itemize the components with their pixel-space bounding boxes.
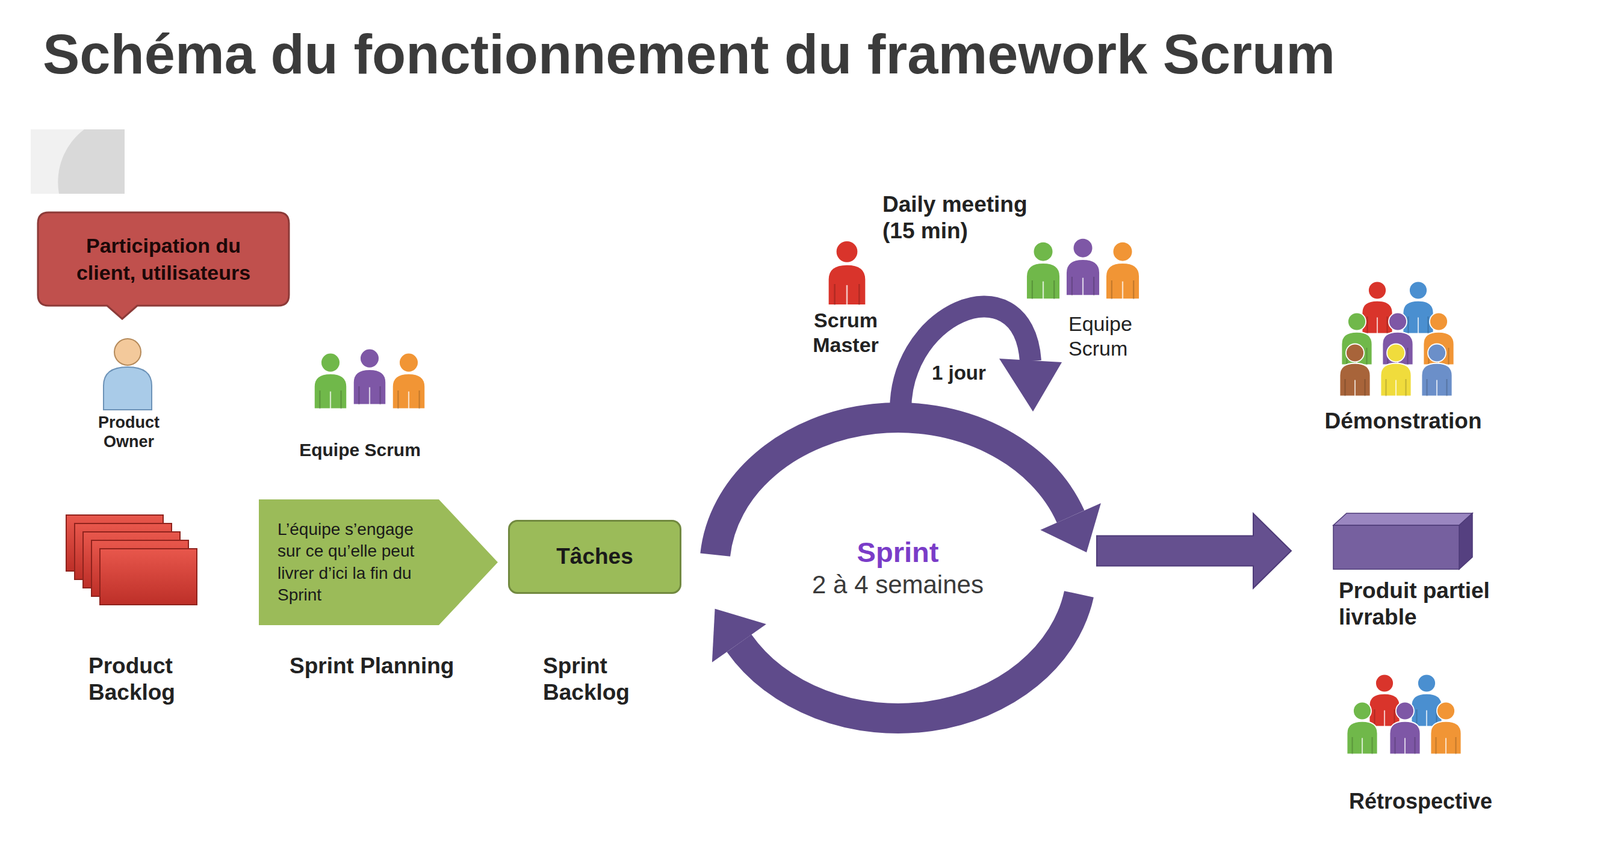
stakeholder-icon [1339,344,1371,397]
label-wrap: Equipe Scrum [278,439,442,462]
product-box-outline [1333,513,1473,570]
task-box: TâchesSprint Backlog [508,520,682,595]
caption-wrap: Sprint Backlog [542,653,652,707]
box-front [1333,525,1460,570]
product-owner-head [114,338,141,366]
text-label: Equipe Scrum [278,439,442,462]
label-wrap: Démonstration [1312,408,1494,435]
corner-decoration [30,129,85,194]
title-wrap: Schéma du fonctionnement du framework Sc… [42,22,1336,87]
node-text: Tâches [547,543,642,571]
shape-area [1333,513,1473,570]
flow-arrow [1096,514,1292,589]
shape-area: Participation du client, utilisateurs [37,212,289,306]
text-label: Equipe Scrum [1068,311,1153,362]
sprint-arrowhead [1040,503,1101,553]
task-shape [509,521,681,594]
label-wrap: Product Backlog [88,653,197,707]
stakeholder-icon [1362,281,1393,335]
team-member-icon [1026,241,1061,300]
text-label: Product Backlog [88,653,197,707]
sprint-arrowhead [712,609,767,663]
stakeholder-icon [1380,344,1412,397]
product-owner-body [103,367,152,410]
daily-loop-arrowhead [999,358,1062,412]
label-wrap: Product Owner [92,412,165,453]
caption-wrap: Produit partiel livrable [1338,577,1526,632]
diagram-title: Schéma du fonctionnement du framework Sc… [42,22,1336,87]
team-member-icon [392,353,425,410]
team-member-icon [1411,674,1443,728]
box-top [1333,513,1473,526]
corner-decoration [30,129,125,194]
stakeholder-icon [1403,281,1434,335]
node-caption: Produit partiel livrable [1338,577,1526,632]
node-text: 2 à 4 semaines [812,570,984,601]
product-box: Produit partiel livrable [1333,513,1473,570]
text-label: Scrum Master [806,308,885,358]
bubble-shape [37,212,289,320]
node-caption: Sprint Planning [289,653,495,680]
label-wrap: Daily meeting (15 min) [882,191,1039,245]
text-label: 1 jour [931,361,999,386]
text-label: Product Owner [92,412,165,453]
node-text: L’équipe s’engage sur ce qu’elle peut li… [277,518,428,607]
label-wrap: Scrum Master [806,308,885,358]
label-wrap: 1 jour [931,361,999,386]
node-text: Participation du client, utilisateurs [73,232,255,286]
text-label: Daily meeting (15 min) [882,191,1039,245]
sprint-cycle: Sprint2 à 4 semaines [698,403,1097,733]
label-wrap: Rétrospective [1330,788,1511,815]
chevron-shape [258,499,498,626]
speech-bubble: Participation du client, utilisateurs [37,212,289,306]
sprint-arc [715,417,1071,556]
team-member-icon [1389,702,1421,755]
caption-wrap: Sprint Planning [289,653,495,680]
text-label: Démonstration [1312,408,1494,435]
shape-area: Tâches [508,520,682,595]
team-member-icon [314,353,347,410]
team-member-icon [1430,702,1462,755]
box-side [1459,513,1473,570]
team-member-icon [1066,238,1100,297]
speech-bubble-outline [37,212,289,306]
backlog-card [99,548,197,605]
team-member-icon [1347,702,1378,755]
text-label: Rétrospective [1330,788,1511,815]
node-caption: Sprint Backlog [542,653,652,707]
team-member-icon [1105,241,1140,300]
chevron-box: L’équipe s’engage sur ce qu’elle peut li… [258,499,498,626]
label-wrap: Equipe Scrum [1068,311,1153,362]
team-member-icon [353,349,386,406]
shape-area: L’équipe s’engage sur ce qu’elle peut li… [258,499,498,626]
chevron-box-outline [258,499,498,626]
node-text: Sprint [857,535,940,570]
scrum-master-icon [828,240,867,306]
stakeholder-icon [1421,344,1453,397]
shape-area: Sprint2 à 4 semaines [698,403,1097,733]
team-member-icon [1369,674,1401,728]
sprint-arc [739,594,1080,719]
